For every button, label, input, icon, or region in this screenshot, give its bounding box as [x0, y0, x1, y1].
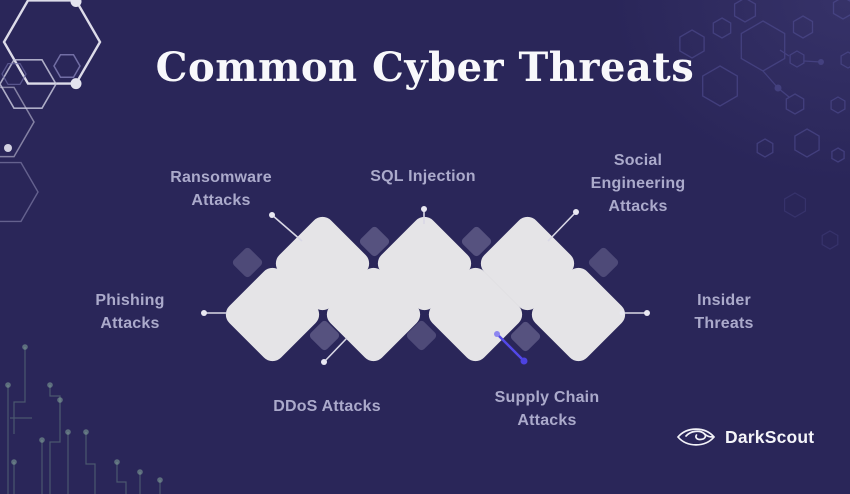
connector-phishing: [201, 310, 227, 316]
connector-ransomware: [269, 212, 303, 242]
threat-label-social-engineering: Social Engineering Attacks: [590, 152, 686, 215]
brand-logo: DarkScout: [676, 423, 814, 451]
threat-label-sql-injection: SQL Injection: [370, 168, 476, 185]
page-title: Common Cyber Threats: [155, 44, 695, 91]
connector-social-engineering: [547, 209, 579, 242]
connector-insider-threats: [619, 310, 650, 316]
threat-label-ransomware: Ransomware Attacks: [170, 169, 272, 209]
brand-name: DarkScout: [725, 426, 815, 447]
connector-sql-injection: [421, 206, 427, 224]
threat-label-insider-threats: Insider Threats: [694, 292, 754, 332]
connector-supply-chain-highlighted: [494, 331, 528, 365]
connector-ddos: [321, 337, 348, 365]
eye-scout-icon: [676, 428, 716, 446]
threat-label-phishing: Phishing Attacks: [95, 292, 165, 332]
threat-label-supply-chain: Supply Chain Attacks: [494, 389, 600, 429]
threat-label-ddos: DDoS Attacks: [273, 398, 381, 415]
